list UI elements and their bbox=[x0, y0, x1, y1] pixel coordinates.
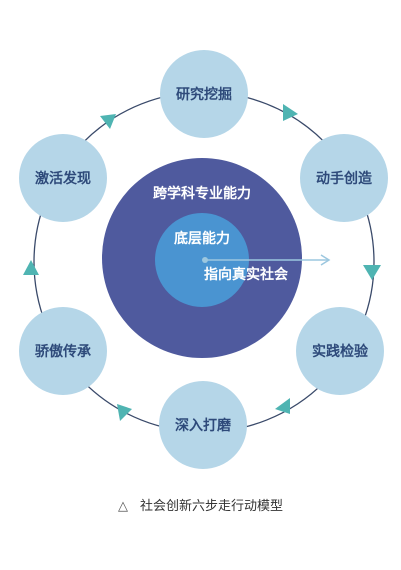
pointer-arrowhead-icon bbox=[320, 254, 331, 266]
step-refine: 深入打磨 bbox=[159, 381, 247, 469]
outer-core-label: 跨学科专业能力 bbox=[153, 185, 251, 202]
step-inherit-label: 骄傲传承 bbox=[34, 343, 91, 360]
ring-arrow-right-icon bbox=[363, 265, 381, 280]
ring-arrow-top-left-icon bbox=[100, 114, 116, 129]
pointer-origin-dot bbox=[202, 257, 208, 263]
step-inherit: 骄傲传承 bbox=[19, 307, 107, 395]
pointer-label: 指向真实社会 bbox=[204, 266, 289, 283]
step-create-label: 动手创造 bbox=[316, 170, 372, 187]
step-research-label: 研究挖掘 bbox=[176, 86, 232, 103]
step-discover: 激活发现 bbox=[19, 134, 107, 222]
step-practice: 实践检验 bbox=[296, 307, 384, 395]
inner-core-label: 底层能力 bbox=[174, 230, 230, 247]
step-discover-label: 激活发现 bbox=[35, 170, 91, 187]
caption-text: 社会创新六步走行动模型 bbox=[139, 499, 283, 514]
ring-arrow-left-icon bbox=[23, 260, 39, 275]
ring-arrow-top-right-icon bbox=[283, 104, 298, 121]
step-create: 动手创造 bbox=[300, 134, 388, 222]
triangle-outline-icon: △ bbox=[117, 499, 128, 514]
step-research: 研究挖掘 bbox=[160, 50, 248, 138]
figure-caption: △ 社会创新六步走行动模型 bbox=[0, 495, 401, 514]
step-refine-label: 深入打磨 bbox=[175, 417, 232, 434]
step-practice-label: 实践检验 bbox=[312, 343, 369, 360]
ring-arrow-bottom-left-icon bbox=[117, 404, 132, 421]
ring-arrow-bottom-right-icon bbox=[275, 398, 290, 414]
